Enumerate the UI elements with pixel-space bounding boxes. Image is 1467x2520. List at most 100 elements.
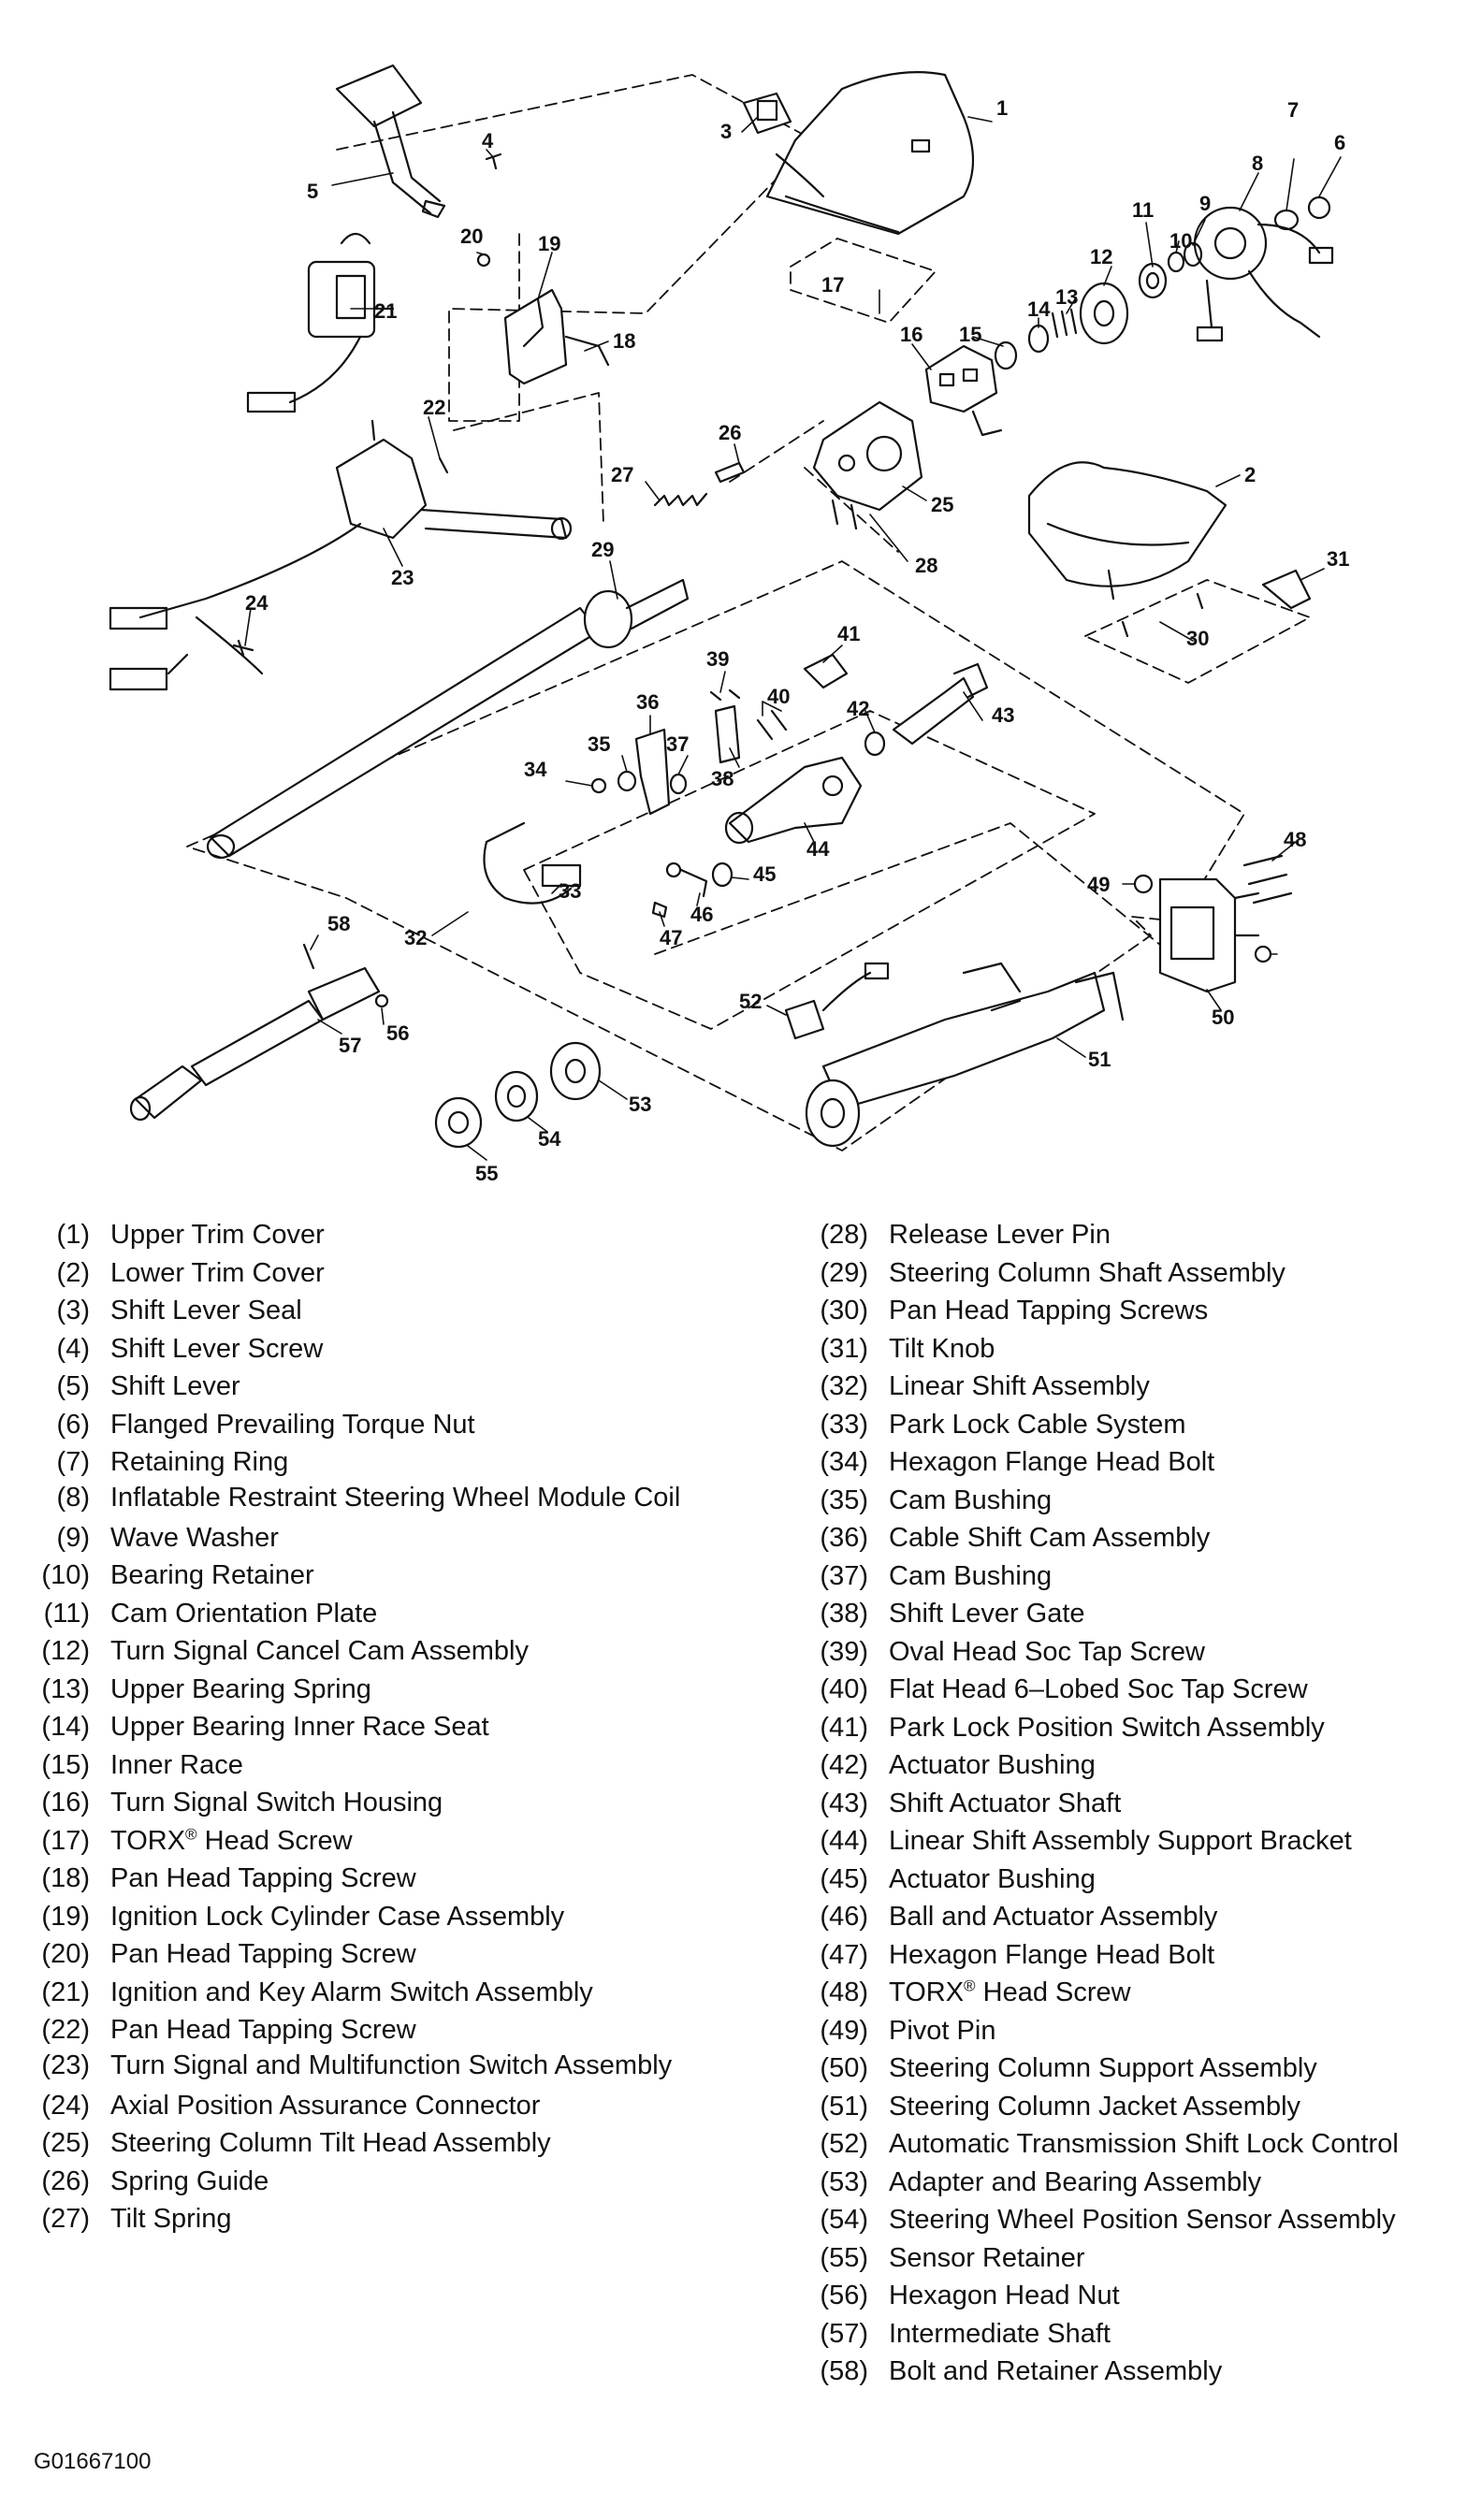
legend-label: Cam Bushing (889, 1560, 1053, 1591)
legend-number: (49) (820, 2015, 868, 2046)
legend-label: Tilt Spring (110, 2204, 232, 2234)
legend-item: (7)Retaining Ring (28, 1443, 758, 1482)
shift-lever-screw (485, 152, 502, 170)
legend-item: (10)Bearing Retainer (28, 1557, 758, 1595)
legend-number: (19) (41, 1901, 90, 1932)
shift-lever (335, 64, 446, 219)
legend-label: Sensor Retainer (889, 2242, 1085, 2273)
legend-label: Shift Lever Seal (110, 1296, 302, 1325)
callout-54: 54 (538, 1127, 561, 1151)
callout-55: 55 (475, 1162, 498, 1185)
legend-label: Cam Orientation Plate (110, 1598, 378, 1629)
legend-number: (38) (820, 1599, 868, 1629)
legend-label: Hexagon Flange Head Bolt (889, 1939, 1215, 1970)
callout-5: 5 (307, 180, 318, 203)
legend-label: Cam Bushing (889, 1484, 1053, 1515)
callout-50: 50 (1212, 1006, 1234, 1029)
callout-41: 41 (837, 622, 860, 645)
legend-number: (1) (56, 1220, 90, 1250)
legend-label: Linear Shift Assembly (889, 1371, 1150, 1401)
exploded-view-diagram: 1 2 3 4 5 6 7 8 9 10 11 12 13 14 15 16 1… (109, 64, 1349, 1185)
legend-label: Retaining Ring (110, 1447, 289, 1477)
callout-22: 22 (423, 396, 445, 419)
legend-number: (5) (56, 1371, 90, 1401)
steering-column-shaft (206, 578, 690, 860)
legend-number: (4) (56, 1333, 90, 1364)
lower-trim-cover (1027, 461, 1227, 601)
legend-item: (18)Pan Head Tapping Screw (28, 1860, 758, 1898)
lower-cover-group-outline (1084, 579, 1311, 684)
callout-37: 37 (666, 732, 689, 756)
legend-item: (29)Steering Column Shaft Assembly (806, 1254, 1461, 1293)
callout-24: 24 (245, 591, 269, 615)
callout-46: 46 (690, 903, 713, 926)
ball-and-actuator-assembly (665, 862, 708, 898)
tilt-knob (1261, 569, 1312, 610)
legend-number: (16) (41, 1788, 90, 1818)
legend-item: (28) Release Lever Pin (806, 1216, 1461, 1254)
legend-item: (46)Ball and Actuator Assembly (806, 1898, 1461, 1936)
wave-washer (1183, 241, 1203, 268)
legend-item: (24)Axial Position Assurance Connector (28, 2087, 758, 2125)
legend-number: (31) (820, 1333, 868, 1364)
callout-43: 43 (992, 703, 1014, 727)
legend-label: Park Lock Position Switch Assembly (889, 1712, 1325, 1743)
axial-position-assurance-connector (232, 639, 254, 657)
shift-subassembly-outline (523, 710, 1096, 1030)
callout-35: 35 (588, 732, 610, 756)
actuator-bushing-45 (711, 862, 734, 888)
legend-item: (27) Tilt Spring (28, 2200, 758, 2238)
legend-number: (36) (820, 1523, 868, 1553)
legend-item: (37) Cam Bushing (806, 1557, 1461, 1596)
screw-17-outline (790, 238, 937, 324)
legend-label: Linear Shift Assembly Support Bracket (889, 1826, 1352, 1856)
legend-number: (13) (41, 1673, 90, 1704)
legend-number: (56) (820, 2281, 868, 2310)
legend-label: Shift Lever Gate (889, 1599, 1085, 1629)
legend-item: (36)Cable Shift Cam Assembly (806, 1519, 1461, 1557)
shift-lever-gate (714, 704, 741, 764)
legend-item: (50)Steering Column Support Assembly (806, 2049, 1461, 2088)
legend-number: (53) (820, 2166, 868, 2197)
legend-item: (56)Hexagon Head Nut (806, 2277, 1461, 2315)
legend-number: (58) (820, 2356, 868, 2386)
bolt-and-retainer-assembly (302, 943, 315, 970)
legend-number: (27) (41, 2204, 90, 2234)
legend-label: Inner Race (110, 1749, 243, 1780)
legend-number: (44) (820, 1826, 868, 1856)
legend-label: Release Lever Pin (889, 1220, 1111, 1250)
legend-number: (28) (820, 1220, 868, 1250)
legend-label: Pivot Pin (889, 2015, 996, 2046)
legend-item: (1)Upper Trim Cover (28, 1216, 758, 1254)
inner-race (994, 340, 1018, 370)
legend-label: Hexagon Flange Head Bolt (889, 1447, 1215, 1477)
upper-bearing-spring (1051, 308, 1078, 339)
legend-number: (52) (820, 2129, 868, 2159)
legend-item: (19)Ignition Lock Cylinder Case Assembly (28, 1898, 758, 1936)
legend-number: (37) (820, 1560, 868, 1591)
turn-signal-cancel-cam (1079, 282, 1129, 345)
legend-item: (11)Cam Orientation Plate (28, 1595, 758, 1633)
legend-item: (26)Spring Guide (28, 2163, 758, 2201)
upper-bearing-inner-race-seat (1027, 324, 1050, 354)
legend-number: (54) (820, 2205, 868, 2235)
callout-23: 23 (391, 566, 414, 589)
legend-label: Tilt Knob (889, 1333, 995, 1364)
legend-number: (20) (41, 1939, 90, 1969)
legend-number: (6) (56, 1409, 90, 1440)
legend-number: (14) (41, 1712, 90, 1742)
legend-item: (47)Hexagon Flange Head Bolt (806, 1936, 1461, 1975)
legend-number: (30) (820, 1296, 868, 1325)
sensor-retainer (434, 1096, 483, 1149)
legend-label: Turn Signal Switch Housing (110, 1788, 443, 1818)
callout-40: 40 (767, 685, 790, 708)
legend-number: (26) (41, 2165, 90, 2196)
retaining-ring (1273, 209, 1300, 231)
cam-orientation-plate (1138, 262, 1168, 299)
shaft-leader (729, 420, 824, 483)
callout-17: 17 (821, 273, 844, 297)
intermediate-shaft (129, 966, 381, 1122)
legend-label: Oval Head Soc Tap Screw (889, 1636, 1205, 1667)
legend-label: Pan Head Tapping Screw (110, 1863, 416, 1893)
legend-number: (35) (820, 1484, 868, 1515)
